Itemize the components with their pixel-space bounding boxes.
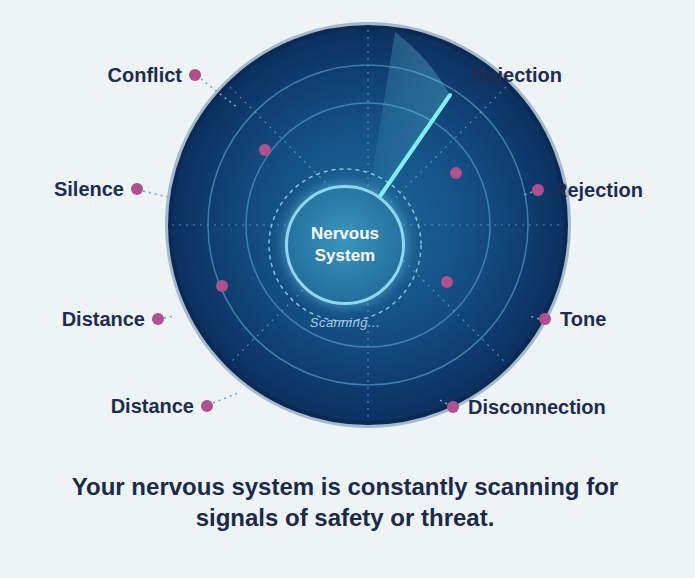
scanning-label: Scanning... (310, 311, 381, 335)
signal-label: Tone (560, 307, 606, 331)
scan-ring (269, 169, 421, 321)
signal-label: Distance (62, 307, 145, 331)
signal-label: Silence (54, 177, 124, 201)
signal-dots (131, 69, 551, 413)
signal-label: Rejection (472, 63, 562, 87)
leader-lines (143, 79, 539, 404)
caption: Your nervous system is constantly scanni… (40, 471, 650, 533)
signal-label: Distance (111, 394, 194, 418)
signal-label: Rejection (553, 178, 643, 202)
sweep-wedge (365, 32, 450, 218)
radar-halo (165, 22, 571, 428)
signal-label: Disconnection (468, 395, 606, 419)
signal-label: Conflict (108, 63, 182, 87)
radar-spokes (172, 30, 564, 420)
node-text: Nervous System (300, 223, 390, 267)
nervous-system-circle: Nervous System (285, 185, 405, 305)
radar-disk (170, 27, 566, 423)
